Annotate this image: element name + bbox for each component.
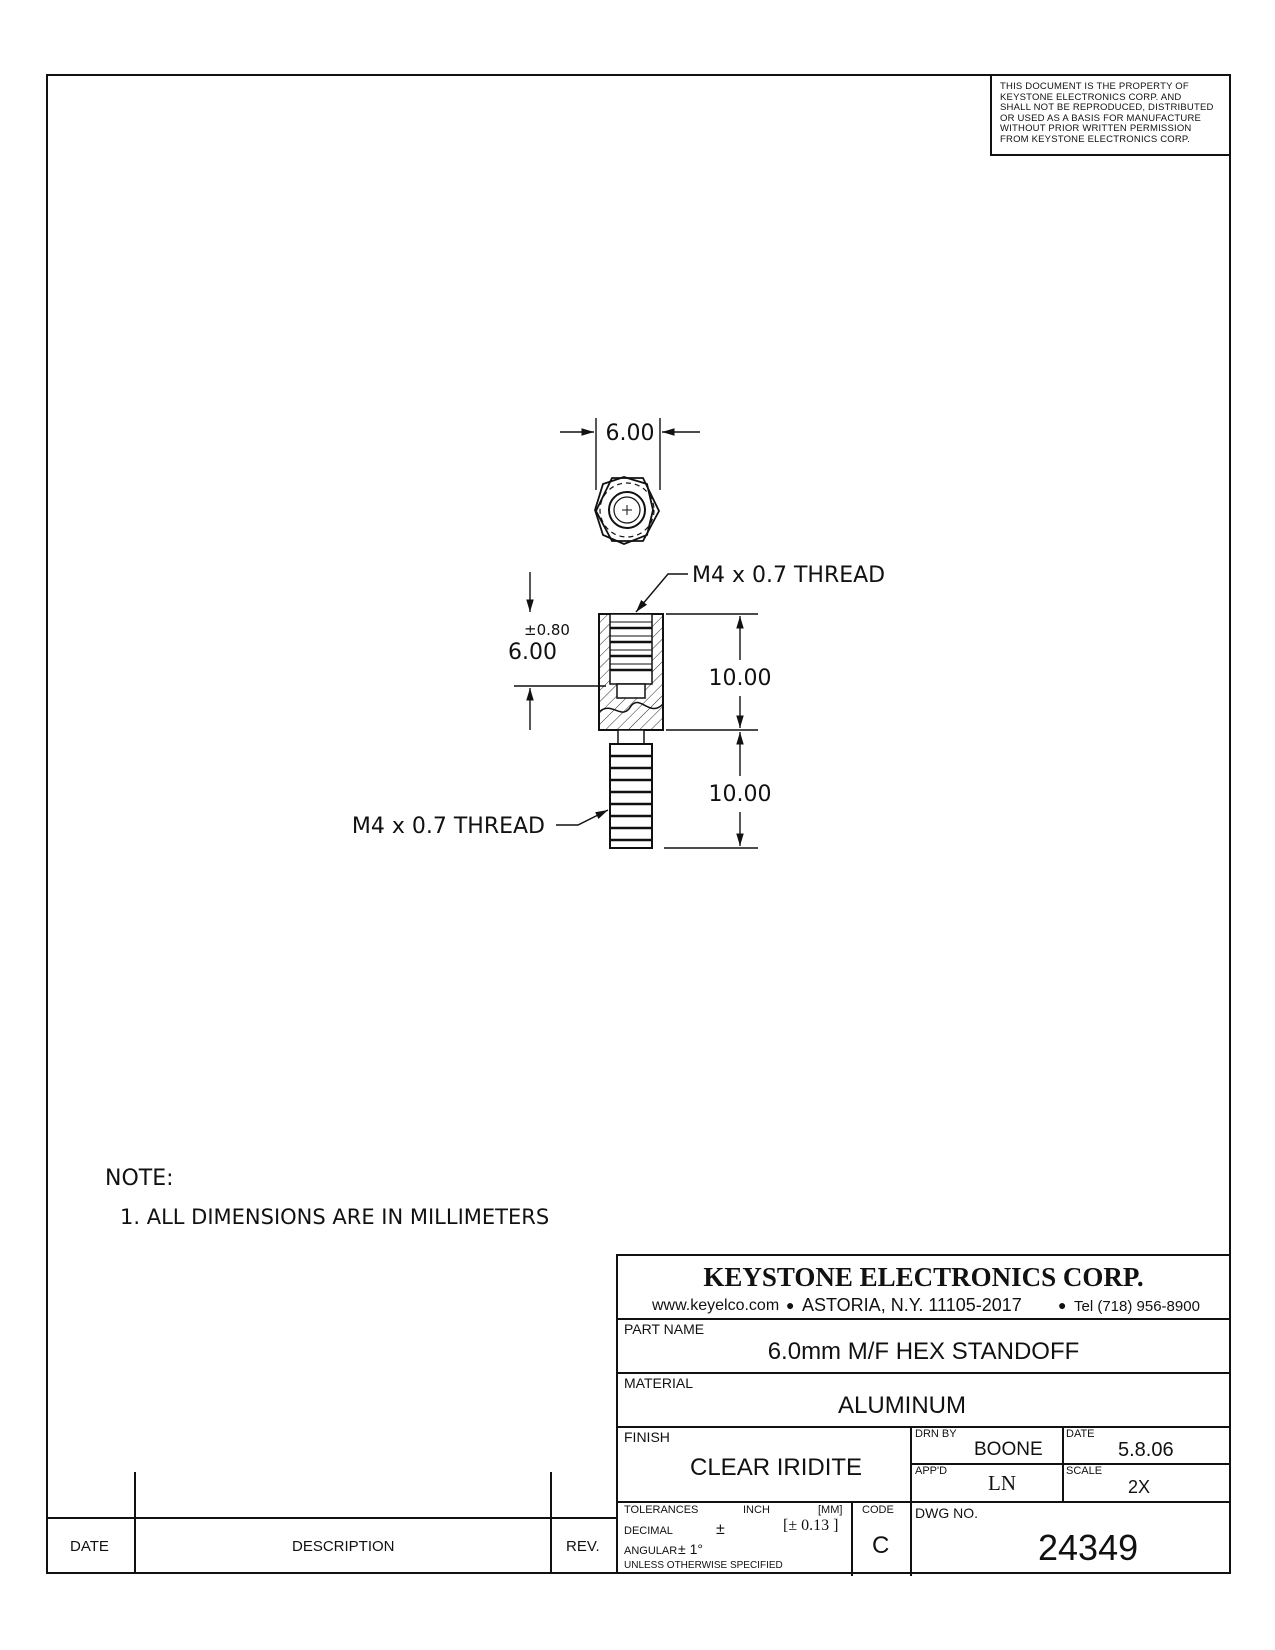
body-length-dimension [666,613,758,731]
date-label: DATE [1066,1428,1095,1440]
rev-header-line [46,1517,616,1519]
thread-depth-tolerance: ±0.80 [524,621,570,639]
bottom-thread-leader [556,809,609,826]
drn-by-label: DRN BY [915,1428,957,1440]
notice-line: FROM KEYSTONE ELECTRONICS CORP. [1000,133,1191,145]
divider [851,1501,853,1576]
hex-width-dimension [560,418,700,490]
divider [618,1501,1229,1503]
dwg-no-label: DWG NO. [915,1505,978,1521]
hex-end-view [594,476,661,545]
thread-depth-dimension [514,572,606,730]
unless-label: UNLESS OTHERWISE SPECIFIED [624,1560,783,1571]
standoff-body [598,613,664,731]
website: www.keyelco.com [652,1297,780,1314]
rev-label: REV. [566,1538,600,1555]
date: 5.8.06 [1118,1439,1174,1461]
part-name-label: PART NAME [624,1321,705,1337]
divider [618,1372,1229,1374]
notes-title: NOTE: [105,1166,174,1191]
mm-label: [MM] [818,1504,843,1516]
rev-description-label: DESCRIPTION [292,1538,395,1555]
top-thread-leader [635,573,688,613]
finish-label: FINISH [624,1429,670,1445]
rev-divider [134,1472,136,1574]
company-name: KEYSTONE ELECTRONICS CORP. [703,1262,1144,1292]
divider [618,1318,1229,1320]
inch-label: INCH [743,1504,770,1516]
threaded-stud [609,729,653,849]
stud-length-dimension [664,732,758,849]
notice-line: KEYSTONE ELECTRONICS CORP. AND [1000,91,1182,103]
address: ASTORIA, N.Y. 11105-2017 [802,1295,1022,1315]
bullet-icon: ● [786,1297,795,1313]
angular-label: ANGULAR [624,1545,678,1557]
part-name: 6.0mm M/F HEX STANDOFF [767,1338,1080,1365]
property-notice: THIS DOCUMENT IS THE PROPERTY OF KEYSTON… [990,74,1231,156]
tolerances-label: TOLERANCES [624,1504,699,1516]
divider [618,1426,1229,1428]
notice-line: SHALL NOT BE REPRODUCED, DISTRIBUTED [1000,102,1214,113]
scale-label: SCALE [1066,1465,1103,1477]
appd: LN [988,1471,1016,1495]
rev-date-label: DATE [70,1538,109,1555]
code: C [872,1532,890,1559]
appd-label: APP'D [915,1465,948,1477]
divider [910,1463,1229,1465]
angular: ± 1° [678,1541,703,1557]
notice-line: OR USED AS A BASIS FOR MANUFACTURE [1000,112,1202,124]
rev-divider [550,1472,552,1574]
notice-line: THIS DOCUMENT IS THE PROPERTY OF [1000,81,1189,92]
top-thread-label: M4 x 0.7 THREAD [692,563,885,588]
phone: Tel (718) 956-8900 [1074,1298,1200,1315]
thread-depth-label: 6.00 [508,640,557,665]
decimal-inch: ± [716,1521,725,1538]
note-item: 1. ALL DIMENSIONS ARE IN MILLIMETERS [120,1205,550,1229]
finish: CLEAR IRIDITE [690,1454,863,1481]
material-label: MATERIAL [624,1375,693,1391]
bullet-icon: ● [1058,1297,1067,1313]
material: ALUMINUM [838,1392,967,1419]
drn-by: BOONE [974,1439,1043,1460]
title-block: KEYSTONE ELECTRONICS CORP. www.keyelco.c… [616,1254,1231,1576]
decimal-label: DECIMAL [624,1525,673,1537]
scale: 2X [1128,1477,1151,1497]
body-length-label: 10.00 [709,666,772,691]
dwg-no: 24349 [1038,1527,1139,1568]
bottom-thread-label: M4 x 0.7 THREAD [352,814,545,839]
stud-length-label: 10.00 [709,782,772,807]
hex-width-label: 6.00 [606,421,655,446]
decimal-mm: [± 0.13 ] [783,1517,839,1534]
code-label: CODE [862,1504,894,1516]
notice-line: WITHOUT PRIOR WRITTEN PERMISSION [1000,123,1192,134]
divider [910,1501,912,1576]
